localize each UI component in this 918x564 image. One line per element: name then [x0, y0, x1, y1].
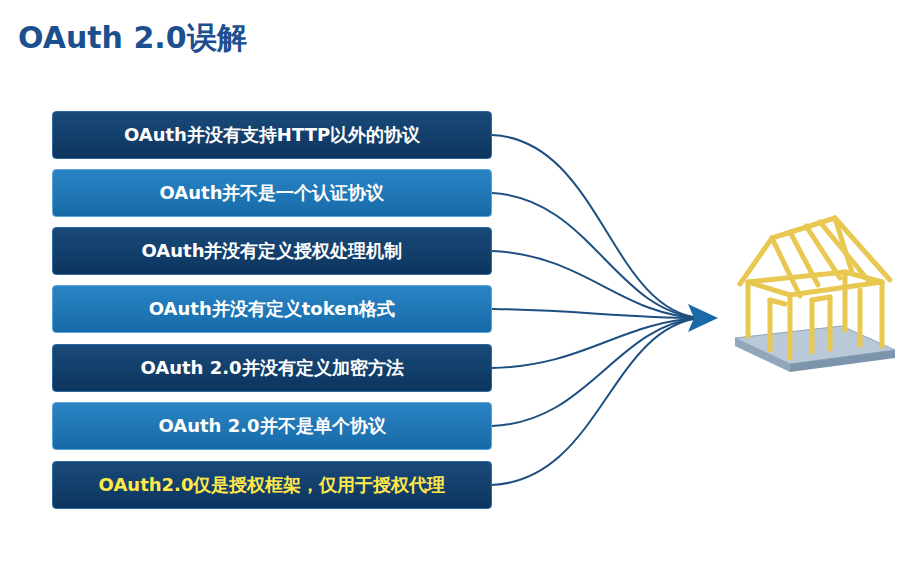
statement-text: OAuth 2.0并不是单个协议: [158, 414, 385, 438]
merge-curves: [492, 135, 700, 485]
statement-bar: OAuth 2.0并不是单个协议: [52, 402, 492, 450]
arrow-head: [688, 304, 718, 332]
statement-bar: OAuth并没有定义授权处理机制: [52, 227, 492, 275]
merge-curve: [492, 318, 700, 485]
statement-bar: OAuth 2.0并没有定义加密方法: [52, 344, 492, 392]
merge-curve: [492, 309, 700, 318]
statement-bar: OAuth并没有定义token格式: [52, 285, 492, 333]
statement-text: OAuth并不是一个认证协议: [160, 181, 385, 205]
statement-bar: OAuth2.0仅是授权框架，仅用于授权代理: [52, 461, 492, 509]
house-base-side: [790, 350, 895, 372]
statement-bar: OAuth并不是一个认证协议: [52, 169, 492, 217]
statement-bar: OAuth并没有支持HTTP以外的协议: [52, 111, 492, 159]
house-frame: [735, 218, 895, 372]
merge-curve: [492, 193, 700, 318]
merge-curve: [492, 251, 700, 318]
house-base-side: [735, 338, 790, 372]
merge-curve: [492, 318, 700, 426]
statement-text: OAuth并没有定义授权处理机制: [142, 239, 403, 263]
statement-text: OAuth并没有支持HTTP以外的协议: [124, 123, 420, 147]
merge-curve: [492, 135, 700, 318]
statement-text: OAuth2.0仅是授权框架，仅用于授权代理: [99, 473, 446, 497]
statement-text: OAuth 2.0并没有定义加密方法: [140, 356, 403, 380]
statement-text: OAuth并没有定义token格式: [149, 297, 395, 321]
title: OAuth 2.0误解: [18, 18, 247, 59]
